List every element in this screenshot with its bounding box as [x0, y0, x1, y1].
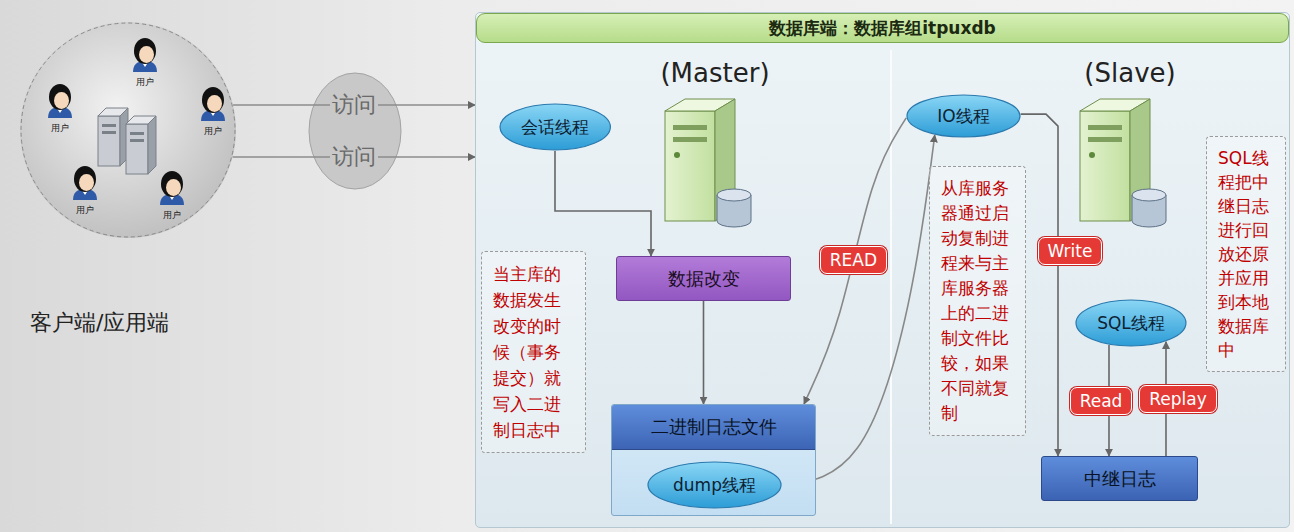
thread-ellipse: 会话线程 — [499, 103, 611, 151]
log-box: 中继日志 — [1041, 456, 1198, 501]
note-box: SQL线程把中继日志进行回放还原并应用到本地数据库中 — [1206, 136, 1286, 372]
edge-label: READ — [820, 246, 887, 274]
user-icon — [133, 38, 157, 72]
user-label: 用户 — [76, 204, 94, 216]
ellipse-outline — [500, 104, 610, 150]
user-icon — [73, 166, 97, 200]
process-box: 数据改变 — [616, 256, 791, 301]
side-label: 客户端/应用端 — [30, 308, 169, 338]
circle-outline — [21, 23, 235, 237]
note-text: 当主库的数据发生改变的时候（事务提交）就写入二进制日志中 — [493, 261, 574, 443]
node-text: 数据改变 — [668, 267, 740, 291]
heading-band: 数据库端：数据库组itpuxdb — [476, 13, 1289, 43]
ellipse-outline — [648, 462, 781, 508]
note-box: 从库服务器通过启动复制进程来与主库服务器上的二进制文件比较，如果不同就复制 — [929, 166, 1026, 436]
heading-band: 二进制日志文件 — [612, 405, 815, 450]
role-label: (Slave) — [1084, 58, 1175, 88]
user-label: 用户 — [136, 76, 154, 88]
node-text: 中继日志 — [1084, 467, 1156, 491]
edge-label: Write — [1038, 237, 1103, 265]
divider-line — [890, 50, 892, 524]
ellipse-outline — [907, 95, 1020, 137]
user-icon — [48, 84, 72, 118]
connector — [555, 151, 651, 256]
edge-label: Read — [1070, 387, 1133, 415]
note-text: SQL线程把中继日志进行回放还原并应用到本地数据库中 — [1218, 146, 1274, 362]
client-ground — [20, 22, 236, 238]
connector — [804, 118, 906, 404]
log-box: 二进制日志文件 dump线程 — [611, 404, 816, 516]
edge-label: 访问 — [330, 142, 378, 172]
thread-ellipse: dump线程 — [647, 461, 782, 509]
user-label: 用户 — [163, 209, 181, 221]
thread-ellipse: IO线程 — [906, 94, 1021, 138]
master-server-icon — [665, 99, 751, 227]
edge-label: Replay — [1139, 385, 1217, 413]
note-box: 当主库的数据发生改变的时候（事务提交）就写入二进制日志中 — [481, 251, 586, 453]
role-label: (Master) — [660, 58, 769, 88]
node-text: 会话线程 — [521, 116, 589, 139]
access-ellipse — [309, 73, 401, 189]
node-text: dump线程 — [673, 474, 756, 497]
user-icon — [201, 87, 225, 121]
panel-ground — [475, 12, 1290, 528]
connector — [1021, 114, 1058, 456]
note-text: 从库服务器通过启动复制进程来与主库服务器上的二进制文件比较，如果不同就复制 — [941, 176, 1014, 426]
node-text: IO线程 — [937, 105, 989, 128]
edge-label: 访问 — [330, 90, 378, 120]
user-label: 用户 — [51, 122, 69, 134]
connector — [703, 301, 705, 404]
ellipse-outline — [1076, 300, 1186, 346]
user-icon — [160, 171, 184, 205]
user-label: 用户 — [204, 125, 222, 137]
client-group: 用户用户用户用户用户 — [20, 22, 236, 238]
slave-server-icon — [1080, 99, 1166, 227]
node-text: SQL线程 — [1097, 312, 1165, 335]
thread-ellipse: SQL线程 — [1075, 299, 1187, 347]
server-icon — [126, 116, 156, 174]
server-icon — [98, 108, 128, 166]
